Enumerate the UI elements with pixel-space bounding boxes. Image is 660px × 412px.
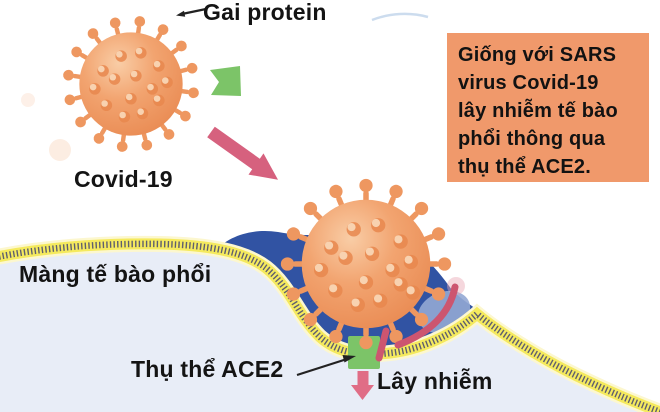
paint-smudge — [21, 93, 35, 107]
virus-free — [62, 15, 200, 153]
paint-smudge — [49, 139, 71, 161]
cell-interior — [0, 243, 660, 412]
binding-arrow — [375, 277, 465, 362]
infection-label: Lây nhiễm — [377, 368, 493, 394]
receptor-pointer — [296, 355, 356, 377]
spike-protein-label: Gai protein — [203, 0, 327, 25]
membrane-label: Màng tế bào phổi — [19, 261, 212, 287]
receptor-label: Thụ thể ACE2 — [131, 356, 284, 382]
spike-pointer — [176, 7, 207, 17]
approach-arrow — [207, 126, 278, 180]
spike-protein-fragment — [210, 66, 241, 96]
virus-name-label: Covid-19 — [74, 166, 173, 192]
cell-membrane — [0, 235, 660, 412]
info-box: Giống với SARS virus Covid-19 lây nhiễm … — [447, 33, 649, 182]
virus-attached — [280, 178, 452, 350]
membrane-hatch-texture — [0, 240, 660, 412]
sketch-stroke — [371, 12, 429, 22]
infection-arrow — [351, 371, 374, 400]
